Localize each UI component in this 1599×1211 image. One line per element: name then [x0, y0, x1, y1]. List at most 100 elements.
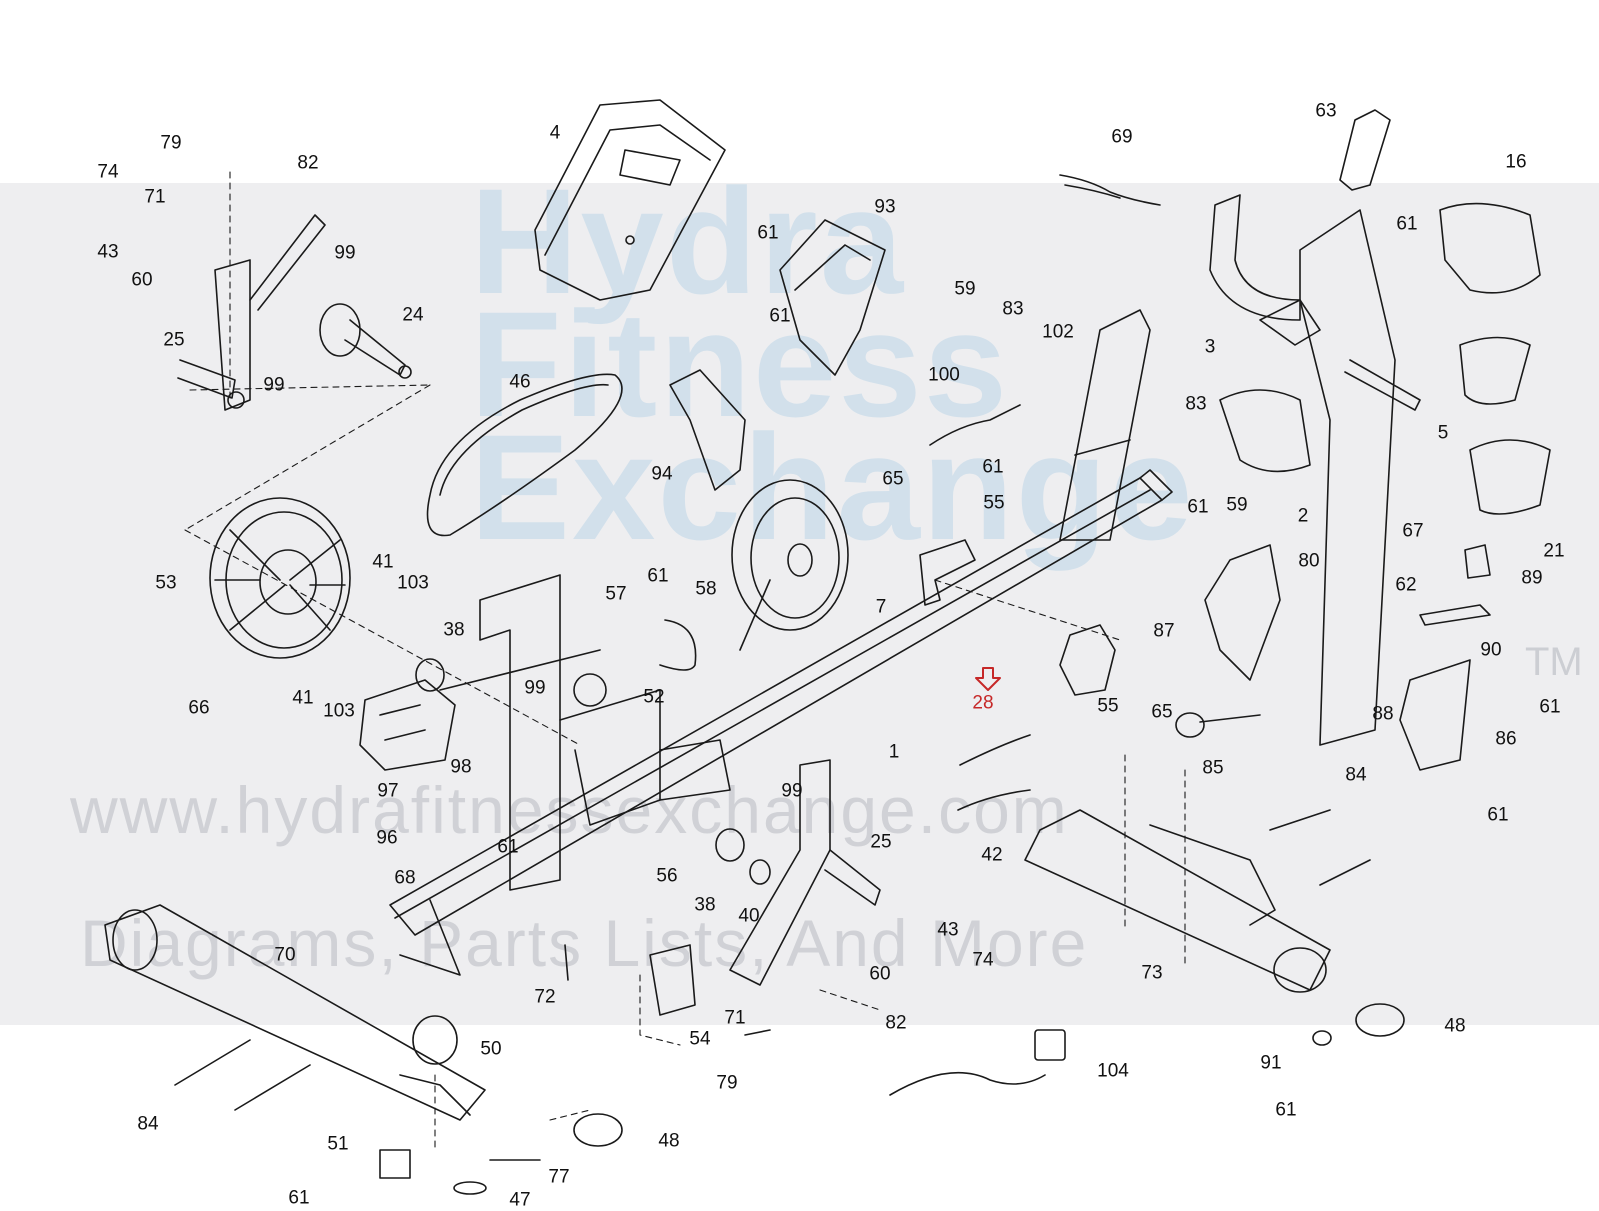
part-callout-91: 91 — [1260, 1052, 1282, 1074]
part-callout-40: 40 — [738, 905, 760, 927]
part-callout-51: 51 — [327, 1133, 349, 1155]
bracket-55-left — [919, 539, 976, 606]
part-callout-25: 25 — [163, 329, 185, 351]
highlight-arrow-icon — [975, 667, 1001, 691]
part-callout-67: 67 — [1402, 520, 1424, 542]
tension-knob-part — [1175, 712, 1261, 738]
part-callout-94: 94 — [651, 463, 673, 485]
part-callout-4: 4 — [549, 122, 561, 144]
part-callout-25: 25 — [870, 831, 892, 853]
part-callout-41: 41 — [292, 687, 314, 709]
left-upright-part — [177, 214, 326, 411]
part-callout-63: 63 — [1315, 100, 1337, 122]
part-callout-98: 98 — [450, 756, 472, 778]
part-callout-99: 99 — [781, 780, 803, 802]
part-callout-56: 56 — [656, 865, 678, 887]
part-callout-61: 61 — [1275, 1099, 1297, 1121]
part-callout-48: 48 — [658, 1130, 680, 1152]
watermark-brand: Hydra Fitness Exchange — [470, 157, 1570, 700]
axle-part — [319, 303, 412, 379]
part-callout-71: 71 — [144, 186, 166, 208]
part-callout-65: 65 — [1151, 701, 1173, 723]
pedestal-part — [439, 574, 731, 891]
part-callout-82: 82 — [297, 152, 319, 174]
bracket-55-right — [1059, 624, 1116, 696]
part-callout-85: 85 — [1202, 757, 1224, 779]
part-callout-99: 99 — [524, 677, 546, 699]
part-callout-102: 102 — [1042, 321, 1074, 343]
part-callout-58: 58 — [695, 578, 717, 600]
part-callout-55: 55 — [1097, 695, 1119, 717]
part-callout-82: 82 — [885, 1012, 907, 1034]
watermark-tagline: Diagrams, Parts Lists, And More — [80, 906, 1089, 980]
part-callout-54: 54 — [689, 1028, 711, 1050]
wire-harness-part — [659, 174, 1161, 1096]
part-callout-38: 38 — [443, 619, 465, 641]
part-callout-69: 69 — [1111, 126, 1133, 148]
part-callout-46: 46 — [509, 371, 531, 393]
part-callout-84: 84 — [1345, 764, 1367, 786]
assembly-guides — [184, 171, 1186, 1151]
part-callout-88: 88 — [1372, 703, 1394, 725]
part-callout-61: 61 — [769, 305, 791, 327]
part-callout-103: 103 — [323, 700, 355, 722]
part-callout-62: 62 — [1395, 574, 1417, 596]
front-stabilizer-part — [104, 904, 486, 1121]
part-callout-66: 66 — [188, 697, 210, 719]
part-callout-43: 43 — [937, 919, 959, 941]
drive-belt-part — [426, 373, 623, 537]
side-covers-part — [1219, 202, 1551, 515]
part-callout-68: 68 — [394, 867, 416, 889]
part-callout-43: 43 — [97, 241, 119, 263]
part-callout-87: 87 — [1153, 620, 1175, 642]
part-callout-61: 61 — [1396, 213, 1418, 235]
watermark-brand-line: Hydra — [470, 157, 906, 325]
mount-plate-part — [359, 679, 456, 771]
part-callout-70: 70 — [274, 944, 296, 966]
part-callout-2: 2 — [1297, 505, 1309, 527]
part-callout-100: 100 — [928, 364, 960, 386]
part-callout-83: 83 — [1185, 393, 1207, 415]
part-callout-28: 28 — [972, 692, 994, 714]
part-callout-61: 61 — [757, 222, 779, 244]
part-callout-61: 61 — [1487, 804, 1509, 826]
part-callout-55: 55 — [983, 492, 1005, 514]
part-callout-38: 38 — [694, 894, 716, 916]
part-callout-61: 61 — [647, 565, 669, 587]
part-callout-79: 79 — [160, 132, 182, 154]
part-callout-24: 24 — [402, 304, 424, 326]
part-callout-79: 79 — [716, 1072, 738, 1094]
part-callout-21: 21 — [1543, 540, 1565, 562]
bolts-part — [174, 809, 1371, 1161]
console-shroud-part — [779, 219, 886, 376]
part-callout-90: 90 — [1480, 639, 1502, 661]
part-callout-60: 60 — [869, 963, 891, 985]
part-callout-80: 80 — [1298, 550, 1320, 572]
part-callout-99: 99 — [334, 242, 356, 264]
lower-shroud-part — [669, 369, 746, 491]
part-callout-16: 16 — [1505, 151, 1527, 173]
part-callout-96: 96 — [376, 827, 398, 849]
watermark-url: www.hydrafitnessexchange.com — [70, 773, 1069, 847]
part-callout-73: 73 — [1141, 962, 1163, 984]
part-callout-59: 59 — [1226, 494, 1248, 516]
watermark-trademark: TM — [1525, 640, 1583, 684]
part-callout-41: 41 — [372, 551, 394, 573]
part-callout-47: 47 — [509, 1189, 531, 1211]
part-callout-103: 103 — [397, 572, 429, 594]
part-callout-5: 5 — [1437, 422, 1449, 444]
part-callout-74: 74 — [972, 949, 994, 971]
part-callout-7: 7 — [875, 596, 887, 618]
rear-stabilizer-part — [1024, 809, 1331, 993]
part-callout-59: 59 — [954, 278, 976, 300]
part-callout-50: 50 — [480, 1038, 502, 1060]
part-callout-84: 84 — [137, 1113, 159, 1135]
handlebar-column-part — [1209, 109, 1421, 746]
part-callout-52: 52 — [643, 686, 665, 708]
part-callout-42: 42 — [981, 844, 1003, 866]
part-callout-74: 74 — [97, 161, 119, 183]
console-part — [534, 99, 726, 301]
upright-post-part — [1059, 309, 1151, 541]
part-callout-53: 53 — [155, 572, 177, 594]
